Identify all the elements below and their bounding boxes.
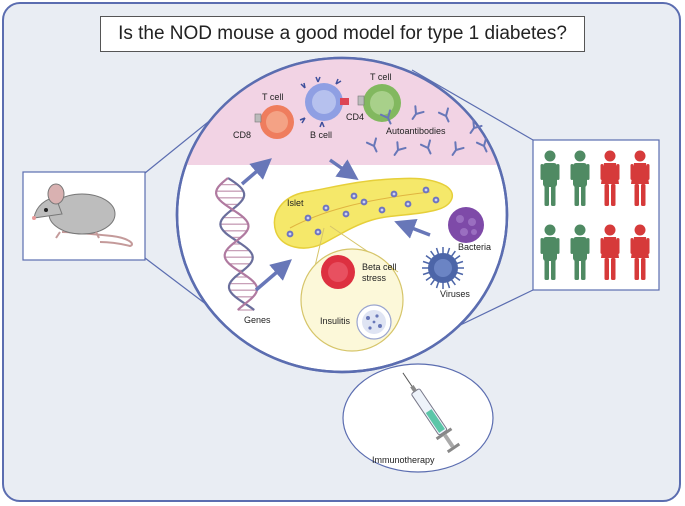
islet-icon — [404, 200, 412, 208]
cd4-label: CD4 — [346, 112, 364, 122]
viruses-label: Viruses — [440, 289, 470, 299]
islet-dots — [286, 186, 440, 238]
central-circle — [175, 56, 509, 374]
beta-cell-stress-icon — [321, 255, 355, 289]
islet-label: Islet — [287, 198, 304, 208]
antibody-icon — [451, 141, 465, 156]
b-cell — [299, 76, 349, 128]
antibody-icon — [411, 105, 425, 120]
insulitis-zoom — [300, 225, 404, 352]
antibody-icon — [419, 139, 432, 155]
mouse-icon — [32, 183, 133, 248]
islet-icon — [432, 196, 440, 204]
islet-icon — [360, 198, 368, 206]
islet-icon — [342, 210, 350, 218]
virus-icon — [422, 247, 464, 289]
cd4-t-cell — [357, 84, 401, 122]
islet-icon — [378, 206, 386, 214]
person-icon-green — [540, 150, 560, 206]
islet-icon — [304, 214, 312, 222]
autoantibodies-group — [365, 105, 488, 156]
page-title: Is the NOD mouse a good model for type 1… — [100, 16, 585, 52]
beta-cell-stress-label: Beta cell stress — [362, 262, 399, 283]
antibody-icon — [475, 137, 488, 153]
people-panel — [532, 139, 660, 291]
t-cell-label-left: T cell — [262, 92, 283, 102]
antibody-icon — [469, 119, 483, 134]
islet-icon — [390, 190, 398, 198]
person-icon-red — [630, 224, 650, 280]
immunotherapy-label: Immunotherapy — [372, 455, 435, 465]
arrows — [240, 158, 431, 292]
autoantibodies-label: Autoantibodies — [386, 126, 446, 136]
genes-label: Genes — [244, 315, 271, 325]
antibody-icon — [393, 141, 407, 156]
immunotherapy-panel — [342, 363, 494, 473]
mouse-panel — [22, 171, 146, 261]
people-grid — [540, 150, 650, 280]
bacteria-icon — [448, 207, 484, 243]
islet-icon — [286, 230, 294, 238]
b-cell-label: B cell — [310, 130, 332, 140]
person-icon-red — [600, 150, 620, 206]
bacteria-label: Bacteria — [458, 242, 491, 252]
t-cell-label-right: T cell — [370, 72, 391, 82]
islet-icon — [322, 204, 330, 212]
islet-icon — [350, 192, 358, 200]
insulitis-icon — [356, 304, 392, 340]
person-icon-green — [570, 150, 590, 206]
person-icon-red — [630, 150, 650, 206]
antibody-icon — [437, 107, 450, 123]
islet-icon — [314, 228, 322, 236]
cd8-label: CD8 — [233, 130, 251, 140]
antibody-icon — [379, 109, 392, 125]
person-icon-green — [570, 224, 590, 280]
antibody-icon — [365, 137, 378, 153]
person-icon-red — [600, 224, 620, 280]
cd8-t-cell — [254, 105, 294, 139]
islet-icon — [422, 186, 430, 194]
pancreas — [273, 177, 454, 249]
insulitis-label: Insulitis — [320, 316, 351, 326]
person-icon-green — [540, 224, 560, 280]
syringe-icon — [402, 372, 461, 454]
